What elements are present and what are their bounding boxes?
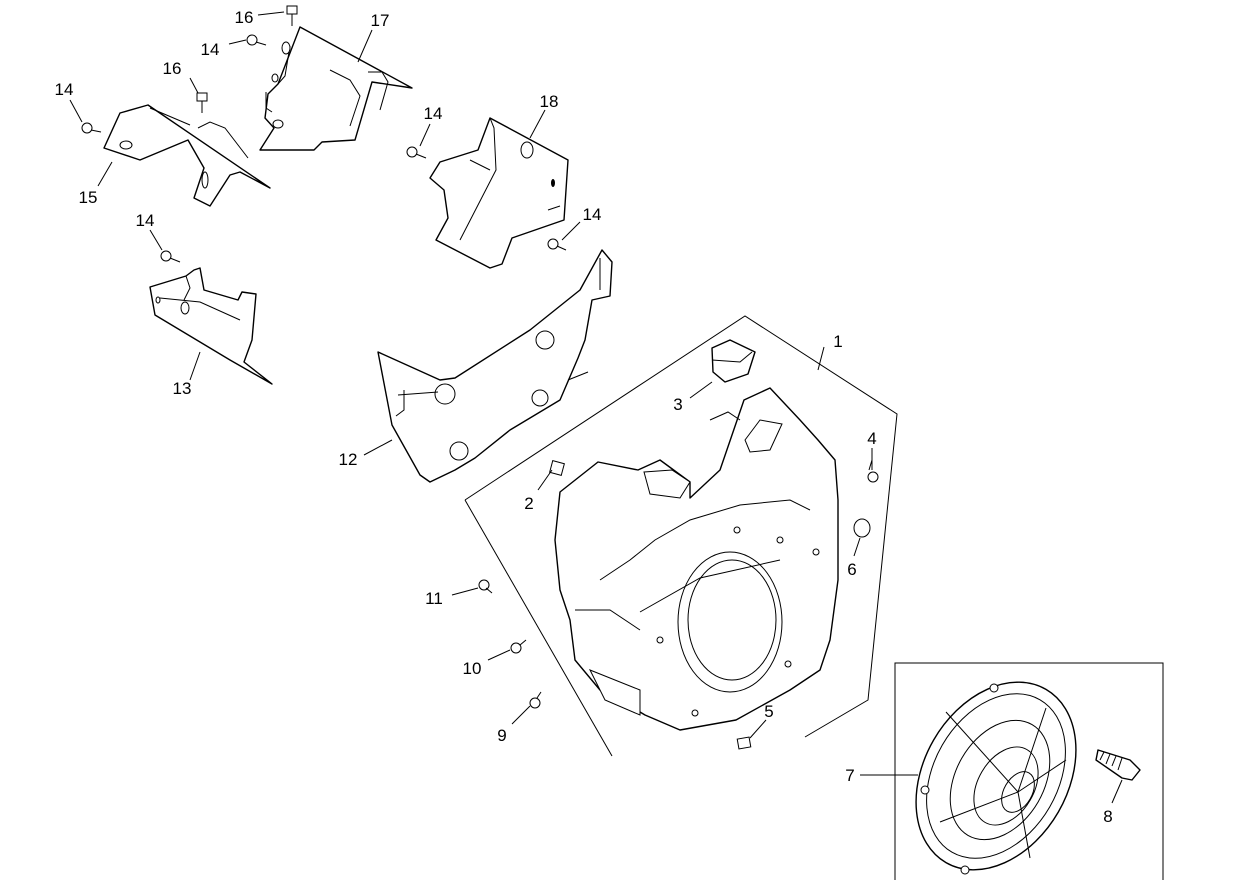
part-8-screw — [1095, 749, 1141, 781]
callout-15: 15 — [79, 188, 98, 207]
callout-3: 3 — [673, 395, 682, 414]
callout-17: 17 — [371, 11, 390, 30]
part-15-bracket — [103, 104, 271, 207]
callout-16-a: 16 — [235, 8, 254, 27]
callout-7: 7 — [845, 766, 854, 785]
part-5-nut — [736, 736, 752, 750]
part-9-bolt — [529, 691, 542, 709]
callout-9: 9 — [497, 726, 506, 745]
callout-4: 4 — [867, 429, 876, 448]
part-14-bolt-lower-left — [160, 250, 181, 263]
part-17-cover-plate — [259, 26, 413, 151]
fan-guard-group-box — [894, 662, 1164, 880]
part-14-bolt-left — [81, 122, 102, 134]
part-1-blower-housing — [554, 387, 839, 731]
part-2-nut — [549, 460, 565, 476]
part-11-bolt — [478, 579, 493, 594]
callout-12: 12 — [339, 450, 358, 469]
callout-14-c: 14 — [424, 104, 443, 123]
part-16-bolt-mid — [196, 92, 208, 113]
callout-14-d: 14 — [136, 211, 155, 230]
callout-14-b: 14 — [201, 40, 220, 59]
part-10-bolt — [510, 639, 527, 654]
callout-16-b: 16 — [163, 59, 182, 78]
callout-14-e: 14 — [583, 205, 602, 224]
callout-1: 1 — [833, 332, 842, 351]
part-6-plug — [853, 518, 871, 538]
part-3-clip — [711, 339, 756, 383]
callout-5: 5 — [764, 702, 773, 721]
part-16-bolt-top — [286, 5, 298, 26]
callout-8: 8 — [1103, 807, 1112, 826]
callout-11: 11 — [425, 589, 443, 608]
callout-13: 13 — [173, 379, 192, 398]
part-13-bracket — [149, 267, 273, 385]
part-14-bolt-top — [246, 34, 267, 46]
part-14-bolt-right — [547, 238, 567, 251]
callout-labels: 1 2 3 4 5 6 7 8 9 10 11 12 13 14 14 14 1… — [55, 8, 1113, 826]
part-18-shroud — [429, 117, 569, 269]
callout-18: 18 — [540, 92, 559, 111]
callout-14-a: 14 — [55, 80, 74, 99]
callout-10: 10 — [463, 659, 482, 678]
callout-6: 6 — [847, 560, 856, 579]
part-7-fan-guard — [915, 681, 1077, 875]
part-14-bolt-center — [406, 146, 427, 159]
blower-housing-group-outline — [464, 315, 898, 738]
callout-2: 2 — [524, 494, 533, 513]
leader-lines — [69, 11, 1123, 804]
blower-housing-group-outline-left — [464, 499, 613, 757]
part-12-baffle — [377, 249, 613, 483]
part-4-bolt — [867, 459, 879, 483]
